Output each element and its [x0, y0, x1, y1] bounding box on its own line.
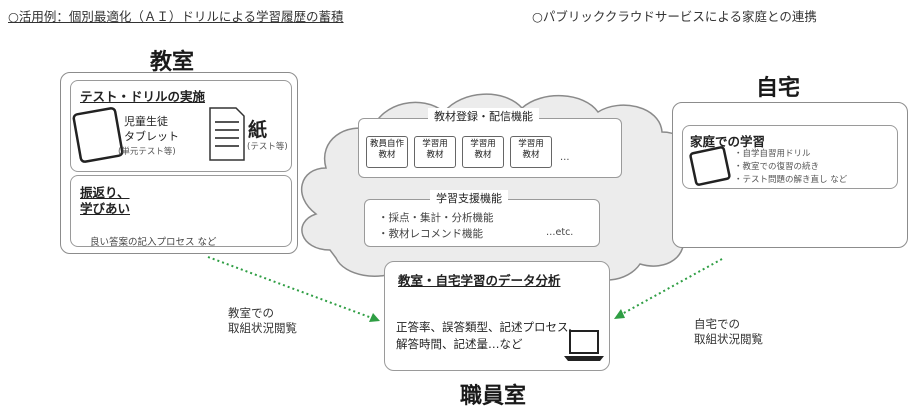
paper-label: 紙 — [248, 119, 268, 141]
analysis-line-2: 解答時間、記述量…など — [396, 337, 523, 351]
classroom-title: 教室 — [150, 50, 195, 75]
reflection-box — [70, 175, 292, 247]
home-study-title: 家庭での学習 — [690, 134, 766, 149]
material-item-2: 学習用教材 — [414, 136, 456, 168]
support-title: 学習支援機能 — [430, 190, 508, 206]
support-item-2: ・教材レコメンド機能 — [378, 228, 483, 240]
materials-ellipsis: … — [560, 152, 570, 163]
material-item-4: 学習用教材 — [510, 136, 552, 168]
material-item-1: 教員自作教材 — [366, 136, 408, 168]
header-right-caption: ○パブリッククラウドサービスによる家庭との連携 — [532, 9, 817, 24]
materials-title: 教材登録・配信機能 — [428, 108, 539, 124]
home-title: 自宅 — [756, 76, 801, 101]
tablet-sublabel: (単元テスト等) — [118, 147, 176, 157]
header-left-caption: ○活用例：個別最適化（ＡＩ）ドリルによる学習履歴の蓄積 — [8, 9, 344, 24]
analysis-title: 教室・自宅学習のデータ分析 — [398, 273, 561, 288]
staffroom-title: 職員室 — [460, 384, 527, 409]
support-etc: …etc. — [546, 227, 574, 238]
support-box — [364, 199, 600, 247]
home-study-item-2: ・教室での復習の続き — [734, 162, 820, 172]
tablet-label-1: 児童生徒 — [124, 115, 168, 128]
analysis-line-1: 正答率、誤答類型、記述プロセス、 — [396, 320, 580, 334]
reflection-title-2: 学びあい — [80, 201, 131, 216]
home-study-item-1: ・自学自習用ドリル — [734, 149, 811, 159]
left-caption: 教室での取組状況閲覧 — [228, 306, 297, 335]
right-caption: 自宅での取組状況閲覧 — [694, 317, 763, 346]
test-drill-title: テスト・ドリルの実施 — [80, 89, 206, 104]
paper-sublabel: (テスト等) — [247, 142, 288, 152]
reflection-title-1: 振返り、 — [80, 185, 130, 200]
arrow-home-to-staffroom — [614, 258, 723, 319]
support-item-1: ・採点・集計・分析機能 — [378, 212, 494, 224]
material-item-3: 学習用教材 — [462, 136, 504, 168]
home-study-item-3: ・テスト問題の解き直し など — [734, 175, 848, 185]
reflection-note: 良い答案の記入プロセス など — [90, 237, 217, 248]
arrow-classroom-to-staffroom — [207, 256, 380, 322]
tablet-label-2: タブレット — [124, 130, 179, 143]
